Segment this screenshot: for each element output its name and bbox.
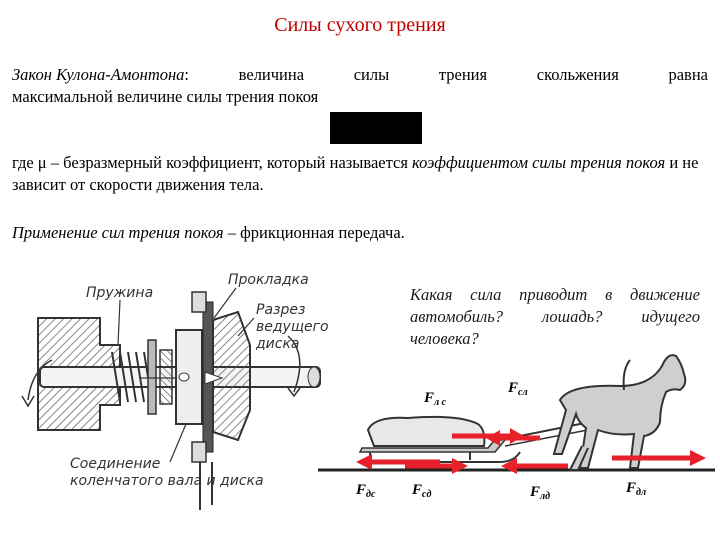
label-f-sd: Fсд (411, 482, 431, 500)
cut-label-2: ведущего (256, 319, 329, 335)
gasket-label: Прокладка (228, 272, 309, 288)
horse (552, 354, 687, 471)
spring-label: Пружина (86, 285, 153, 301)
coefficient-term: коэффициентом силы трения покоя (412, 153, 666, 172)
clutch-spring (111, 351, 153, 403)
join-label-2: коленчатого вала и диска (70, 473, 264, 489)
horse-sledge-diagram: Fл с Fсл Fдс Fсд Fлд Fдл (318, 354, 715, 502)
label-f-ds: Fдс (355, 482, 376, 500)
law-word: величина (238, 65, 305, 84)
label-f-dl: Fдл (625, 480, 646, 498)
cut-label-3: диска (255, 336, 300, 352)
law-name: Закон Кулона-Амонтона: (12, 65, 190, 84)
label-f-ld: Fлд (529, 484, 550, 502)
law-word: силы (353, 65, 390, 84)
law-paragraph: Закон Кулона-Амонтона: величина силы тре… (12, 64, 708, 108)
label-f-ls: Fл с (423, 390, 447, 408)
slide-title: Силы сухого трения (274, 14, 446, 36)
application-lead: Применение сил трения покоя (12, 223, 224, 242)
sledge-load (366, 415, 486, 447)
law-word: скольжения (536, 65, 619, 84)
application-paragraph: Применение сил трения покоя – фрикционна… (12, 223, 405, 242)
force-arrows (356, 428, 706, 474)
explanation-paragraph: где μ – безразмерный коэффициент, которы… (12, 153, 699, 194)
cut-label-1: Разрез (256, 302, 305, 318)
law-line-2: максимальной величине силы трения покоя (12, 87, 319, 106)
label-f-sl: Fсл (507, 380, 528, 398)
join-label-1: Соединение (70, 456, 160, 472)
law-line-1: Закон Кулона-Амонтона: величина силы тре… (12, 64, 708, 86)
law-word: равна (668, 65, 708, 84)
clutch-diagram: Пружина Прокладка Разрез ведущего диска (21, 272, 329, 510)
driving-disc (212, 310, 251, 442)
law-word: трения (438, 65, 488, 84)
formula-image (330, 112, 422, 144)
